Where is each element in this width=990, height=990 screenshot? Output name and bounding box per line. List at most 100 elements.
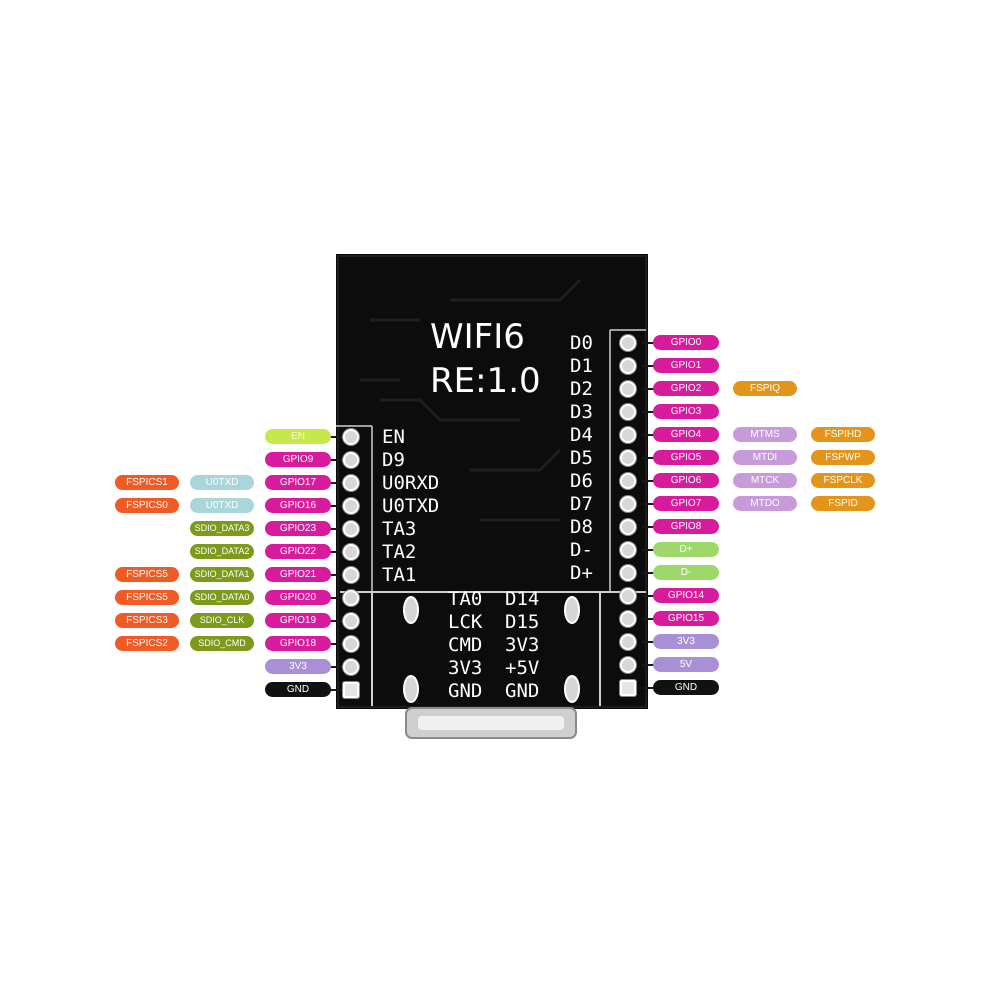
left-pin-hole xyxy=(343,613,359,629)
left-silk-text: D9 xyxy=(382,449,405,471)
left-pin-hole xyxy=(343,452,359,468)
left-pin-label: GPIO23 xyxy=(265,521,331,536)
bottom-silk-right: D15 xyxy=(505,611,540,633)
left-pin-label: GPIO18 xyxy=(265,636,331,651)
left-pin-hole xyxy=(343,659,359,675)
right-pin-hole xyxy=(620,634,636,650)
right-silk-text: D4 xyxy=(570,424,593,446)
left-fspi-function: FSPICS3 xyxy=(115,613,179,628)
right-pin-connector xyxy=(642,641,655,643)
left-pin-label: GND xyxy=(265,682,331,697)
left-pin-connector xyxy=(329,643,342,645)
right-pin-connector xyxy=(642,549,655,551)
bottom-silk-left: CMD xyxy=(448,634,483,656)
left-fspi-function: FSPICS0 xyxy=(115,498,179,513)
right-pin-connector xyxy=(642,388,655,390)
bottom-silk-right: D14 xyxy=(505,588,540,610)
left-alt-function: SDIO_CMD xyxy=(190,636,254,651)
right-pin-hole xyxy=(620,680,636,696)
right-pin-label: 5V xyxy=(653,657,719,672)
left-pin-connector xyxy=(329,528,342,530)
right-pin-label: GPIO5 xyxy=(653,450,719,465)
right-fspi-function: FSPID xyxy=(811,496,875,511)
left-pin-label: GPIO17 xyxy=(265,475,331,490)
right-pin-connector xyxy=(642,572,655,574)
right-pin-connector xyxy=(642,503,655,505)
board-title-line1: WIFI6 xyxy=(430,317,525,357)
bottom-silk-right: GND xyxy=(505,680,540,702)
right-silk-text: D8 xyxy=(570,516,593,538)
left-silk-text: U0RXD xyxy=(382,472,440,494)
bottom-silk-right: +5V xyxy=(505,657,540,679)
left-pin-connector xyxy=(329,620,342,622)
right-pin-label: GPIO6 xyxy=(653,473,719,488)
right-pin-label: GPIO8 xyxy=(653,519,719,534)
right-pin-hole xyxy=(620,473,636,489)
left-silk-text: U0TXD xyxy=(382,495,440,517)
left-fspi-function: FSPICS5 xyxy=(115,567,179,582)
left-pin-hole xyxy=(343,521,359,537)
left-pin-connector xyxy=(329,482,342,484)
right-pin-hole xyxy=(620,381,636,397)
right-pin-hole xyxy=(620,588,636,604)
right-pin-label: GPIO0 xyxy=(653,335,719,350)
left-fspi-function: FSPICS1 xyxy=(115,475,179,490)
right-pin-label: GPIO2 xyxy=(653,381,719,396)
left-alt-function: SDIO_DATA2 xyxy=(190,544,254,559)
right-pin-label: GND xyxy=(653,680,719,695)
right-silk-text: D1 xyxy=(570,355,593,377)
left-pin-hole xyxy=(343,636,359,652)
right-pin-label: GPIO1 xyxy=(653,358,719,373)
right-alt-function: MTMS xyxy=(733,427,797,442)
right-pin-hole xyxy=(620,496,636,512)
right-pin-connector xyxy=(642,618,655,620)
right-pin-hole xyxy=(620,335,636,351)
right-alt-function: MTDI xyxy=(733,450,797,465)
right-pin-connector xyxy=(642,457,655,459)
left-pin-connector xyxy=(329,597,342,599)
right-pin-hole xyxy=(620,542,636,558)
right-silk-text: D0 xyxy=(570,332,593,354)
left-pin-label: GPIO19 xyxy=(265,613,331,628)
left-alt-function: SDIO_DATA3 xyxy=(190,521,254,536)
right-pin-connector xyxy=(642,365,655,367)
left-pin-hole xyxy=(343,498,359,514)
left-pin-connector xyxy=(329,666,342,668)
right-pin-hole xyxy=(620,611,636,627)
right-pin-hole xyxy=(620,565,636,581)
right-pin-label: GPIO7 xyxy=(653,496,719,511)
left-pin-connector xyxy=(329,574,342,576)
right-pin-hole xyxy=(620,427,636,443)
left-fspi-function: FSPICS5 xyxy=(115,590,179,605)
left-pin-label: GPIO21 xyxy=(265,567,331,582)
right-fspi-function: FSPWP xyxy=(811,450,875,465)
right-pin-label: D- xyxy=(653,565,719,580)
right-pin-connector xyxy=(642,687,655,689)
right-silk-text: D3 xyxy=(570,401,593,423)
right-pin-label: 3V3 xyxy=(653,634,719,649)
right-alt-function: MTCK xyxy=(733,473,797,488)
right-pin-label: D+ xyxy=(653,542,719,557)
bottom-silk-left: LCK xyxy=(448,611,483,633)
left-alt-function: U0TXD xyxy=(190,475,254,490)
left-pin-hole xyxy=(343,475,359,491)
left-pin-hole xyxy=(343,590,359,606)
right-silk-text: D5 xyxy=(570,447,593,469)
left-alt-function: SDIO_DATA1 xyxy=(190,567,254,582)
right-pin-connector xyxy=(642,595,655,597)
bottom-silk-left: 3V3 xyxy=(448,657,483,679)
left-fspi-function: FSPICS2 xyxy=(115,636,179,651)
left-pin-hole xyxy=(343,682,359,698)
right-pin-label: GPIO14 xyxy=(653,588,719,603)
right-alt-function: MTDO xyxy=(733,496,797,511)
left-pin-connector xyxy=(329,459,342,461)
left-pin-connector xyxy=(329,436,342,438)
right-silk-text: D6 xyxy=(570,470,593,492)
board-title-line2: RE:1.0 xyxy=(430,361,541,401)
left-alt-function: U0TXD xyxy=(190,498,254,513)
right-silk-text: D7 xyxy=(570,493,593,515)
left-pin-hole xyxy=(343,429,359,445)
bottom-silk-left: TA0 xyxy=(448,588,483,610)
